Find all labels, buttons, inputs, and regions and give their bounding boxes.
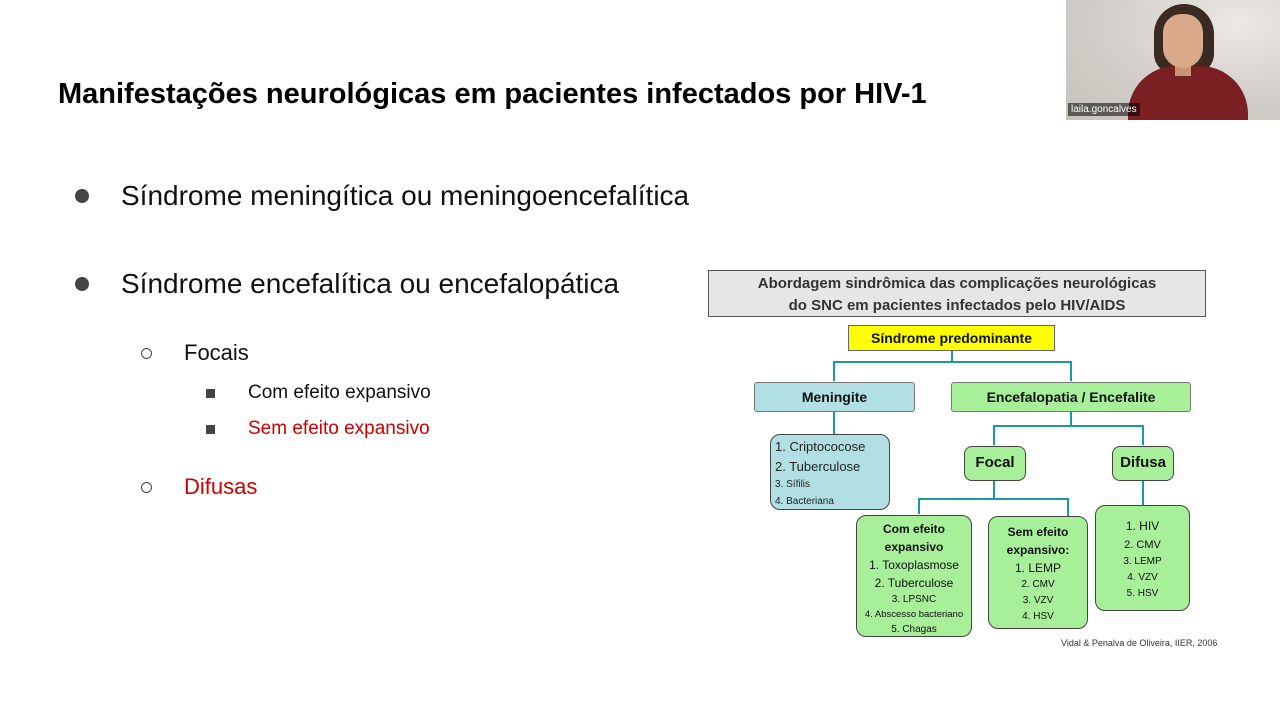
focal-box: Focal	[964, 446, 1026, 481]
sem-efeito-title1: Sem efeito	[1007, 525, 1069, 539]
meningite-list: 1. Criptococose 2. Tuberculose 3. Sífili…	[775, 439, 865, 512]
bullet-text: Difusas	[184, 474, 258, 499]
root-syndrome-label: Síndrome predominante	[870, 330, 1033, 346]
diagram-header-line2: do SNC em pacientes infectados pelo HIV/…	[788, 297, 1126, 314]
list-item: 4. Bacteriana	[775, 496, 834, 507]
difusa-label: Difusa	[1120, 454, 1166, 471]
meningite-list-box	[770, 434, 890, 510]
list-item: 5. Chagas	[891, 624, 937, 635]
root-syndrome-box: Síndrome predominante	[848, 325, 1055, 351]
diagram-header: Abordagem sindrômica das complicações ne…	[708, 270, 1206, 317]
encefalopatia-label: Encefalopatia / Encefalite	[986, 389, 1156, 405]
list-item: 1. Toxoplasmose	[869, 558, 959, 572]
focal-label: Focal	[975, 454, 1015, 471]
diagram-citation: Vidal & Penalva de Oliveira, IIER, 2006	[1061, 638, 1218, 648]
bullet-text: Com efeito expansivo	[248, 382, 431, 403]
meningite-label: Meningite	[801, 389, 868, 405]
bullet-square-icon	[206, 388, 215, 398]
com-efeito-box: Com efeito expansivo 1. Toxoplasmose 2. …	[856, 515, 972, 637]
bullet-text: Focais	[184, 340, 249, 365]
list-item: 2. CMV	[1124, 539, 1161, 551]
list-item: 3. Sífilis	[775, 479, 811, 490]
encefalopatia-box: Encefalopatia / Encefalite	[951, 382, 1191, 412]
list-item: 4. Abscesso bacteriano	[864, 609, 964, 620]
meningite-box: Meningite	[754, 382, 915, 412]
bullet-meningitica: Síndrome meningítica ou meningoencefalít…	[75, 180, 689, 212]
com-efeito-title1: Com efeito	[882, 522, 945, 536]
difusa-box: Difusa	[1112, 446, 1174, 481]
diagram-header-line1: Abordagem sindrômica das complicações ne…	[757, 275, 1157, 292]
webcam-tile[interactable]: laila.goncalves	[1066, 0, 1280, 120]
sem-efeito-box: Sem efeito expansivo: 1. LEMP 2. CMV 3. …	[988, 516, 1088, 629]
list-item: 4. HSV	[1022, 611, 1054, 622]
bullet-text: Síndrome meningítica ou meningoencefalít…	[121, 180, 690, 211]
bullet-focais: Focais	[141, 340, 249, 366]
bullet-com-efeito: Com efeito expansivo	[206, 382, 431, 404]
bullet-sem-efeito: Sem efeito expansivo	[206, 418, 430, 440]
bullet-text: Síndrome encefalítica ou encefalopática	[121, 268, 620, 299]
list-item: 5. HSV	[1126, 588, 1159, 599]
bullet-square-icon	[206, 424, 215, 434]
bullet-dot-icon	[75, 189, 89, 203]
list-item: 1. LEMP	[1014, 561, 1062, 575]
bullet-difusas: Difusas	[141, 474, 257, 500]
bullet-circle-icon	[141, 347, 152, 359]
participant-face	[1163, 14, 1203, 68]
difusa-list-box: 1. HIV 2. CMV 3. LEMP 4. VZV 5. HSV	[1095, 505, 1190, 611]
list-item: 2. Tuberculose	[775, 459, 861, 474]
slide-title: Manifestações neurológicas em pacientes …	[58, 78, 927, 110]
syndromic-approach-diagram: Abordagem sindrômica das complicações ne…	[706, 268, 1217, 658]
sem-efeito-title2: expansivo:	[1006, 543, 1070, 557]
bullet-circle-icon	[141, 481, 152, 493]
bullet-text: Sem efeito expansivo	[248, 418, 430, 439]
bullet-encefalitica: Síndrome encefalítica ou encefalopática	[75, 268, 619, 300]
bullet-dot-icon	[75, 277, 89, 291]
list-item: 4. VZV	[1127, 572, 1158, 583]
com-efeito-title2: expansivo	[884, 540, 944, 554]
participant-name-label: laila.goncalves	[1068, 103, 1140, 116]
list-item: 3. LPSNC	[891, 594, 937, 605]
list-item: 1. HIV	[1125, 519, 1160, 533]
list-item: 2. Tuberculose	[874, 576, 954, 590]
list-item: 2. CMV	[1021, 579, 1055, 590]
list-item: 3. VZV	[1022, 595, 1054, 606]
list-item: 1. Criptococose	[775, 439, 866, 454]
list-item: 3. LEMP	[1123, 556, 1162, 567]
